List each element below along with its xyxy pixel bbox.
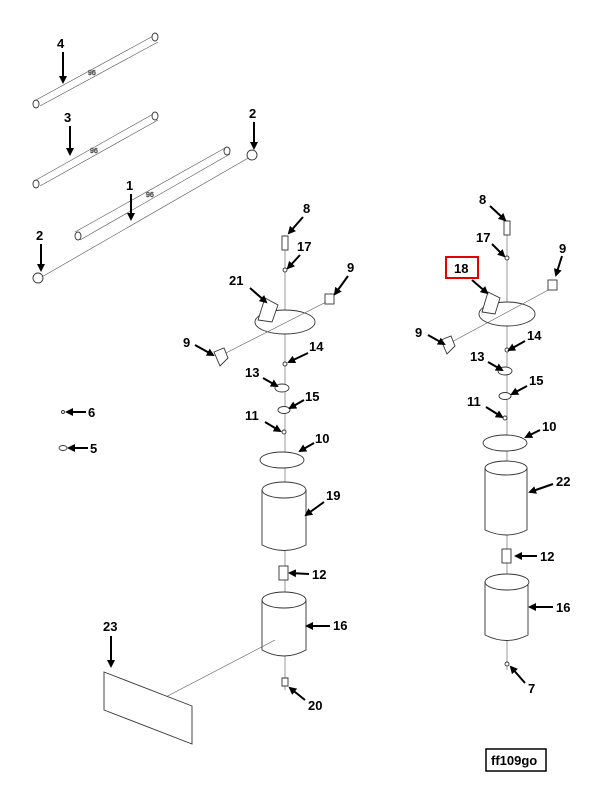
tube-part-4: 96 xyxy=(32,32,159,109)
callout-number: 17 xyxy=(297,239,311,254)
callout-number: 2 xyxy=(249,106,256,121)
callout-14: 14 xyxy=(507,328,542,351)
callout-12: 12 xyxy=(288,567,326,582)
callout-number: 15 xyxy=(305,389,319,404)
callout-8: 8 xyxy=(287,201,310,235)
callout-17: 17 xyxy=(476,230,506,258)
callout-number: 2 xyxy=(36,228,43,243)
callout-number: 10 xyxy=(542,419,556,434)
callout-9: 9 xyxy=(333,260,354,296)
callout-number: 8 xyxy=(303,201,310,216)
callout-number: 15 xyxy=(529,373,543,388)
filter-assembly-right xyxy=(440,220,558,670)
callout-2: 2 xyxy=(36,228,45,272)
tube-marking: 96 xyxy=(146,192,154,199)
callout-number: 13 xyxy=(245,365,259,380)
tube-part-3: 96 xyxy=(32,111,159,189)
callout-2: 2 xyxy=(249,106,258,150)
callout-5: 5 xyxy=(67,441,97,456)
callout-19: 19 xyxy=(304,488,340,517)
callout-21: 21 xyxy=(229,273,268,304)
filter-assembly-left xyxy=(159,235,335,701)
callout-number: 1 xyxy=(126,178,133,193)
callout-number: 5 xyxy=(90,441,97,456)
callout-number: 11 xyxy=(245,408,259,423)
callout-number: 7 xyxy=(528,681,535,696)
callout-number: 9 xyxy=(347,260,354,275)
tube-marking: 96 xyxy=(90,148,98,155)
callout-number: 16 xyxy=(333,618,347,633)
callout-13: 13 xyxy=(245,365,279,387)
callout-17: 17 xyxy=(286,239,311,270)
callout-9: 9 xyxy=(183,335,215,356)
callout-number: 4 xyxy=(57,36,65,51)
callout-9: 9 xyxy=(553,241,566,277)
callout-8: 8 xyxy=(479,192,507,222)
callout-number: 21 xyxy=(229,273,243,288)
callout-3: 3 xyxy=(64,110,74,156)
callout-number: 9 xyxy=(559,241,566,256)
callout-15: 15 xyxy=(288,389,319,409)
part-6 xyxy=(61,410,65,414)
callout-number: 22 xyxy=(556,474,570,489)
callout-number: 20 xyxy=(308,698,322,713)
callout-number: 10 xyxy=(315,431,329,446)
callout-16: 16 xyxy=(305,618,347,633)
highlight-box xyxy=(445,256,479,279)
callout-22: 22 xyxy=(528,474,570,494)
callout-9: 9 xyxy=(415,325,446,345)
tube-marking: 96 xyxy=(88,70,96,77)
callout-18-highlighted: 18 xyxy=(445,256,489,295)
callout-number: 3 xyxy=(64,110,71,125)
callout-number: 18 xyxy=(454,261,468,276)
callout-10: 10 xyxy=(298,431,329,452)
callout-number: 12 xyxy=(540,549,554,564)
callout-11: 11 xyxy=(245,408,282,433)
callout-16: 16 xyxy=(528,600,570,615)
figure-id-box: ff109go xyxy=(485,748,547,772)
callout-14: 14 xyxy=(287,339,324,364)
callouts: 4 3 2 1 2 8 17 21 9 9 14 13 15 11 10 19 … xyxy=(36,36,570,713)
callout-number: 16 xyxy=(556,600,570,615)
callout-number: 17 xyxy=(476,230,490,245)
callout-number: 19 xyxy=(326,488,340,503)
callout-7: 7 xyxy=(509,665,535,696)
callout-number: 8 xyxy=(479,192,486,207)
callout-10: 10 xyxy=(524,419,556,438)
callout-number: 11 xyxy=(467,394,481,409)
callout-12: 12 xyxy=(514,549,554,564)
part-23-label-plate xyxy=(103,671,193,745)
callout-4: 4 xyxy=(57,36,67,84)
callout-number: 14 xyxy=(527,328,542,343)
callout-number: 9 xyxy=(183,335,190,350)
callout-13: 13 xyxy=(470,349,504,371)
callout-number: 13 xyxy=(470,349,484,364)
callout-number: 23 xyxy=(103,619,117,634)
part-5 xyxy=(58,445,68,451)
callout-6: 6 xyxy=(65,405,95,420)
callout-23: 23 xyxy=(103,619,117,668)
callout-number: 14 xyxy=(309,339,324,354)
callout-11: 11 xyxy=(467,394,504,419)
callout-20: 20 xyxy=(288,686,322,713)
callout-number: 12 xyxy=(312,567,326,582)
callout-1: 1 xyxy=(126,178,135,221)
tube-part-1: 96 xyxy=(32,146,258,284)
figure-id: ff109go xyxy=(491,753,537,768)
callout-number: 9 xyxy=(415,325,422,340)
callout-15: 15 xyxy=(510,373,543,395)
callout-number: 6 xyxy=(88,405,95,420)
